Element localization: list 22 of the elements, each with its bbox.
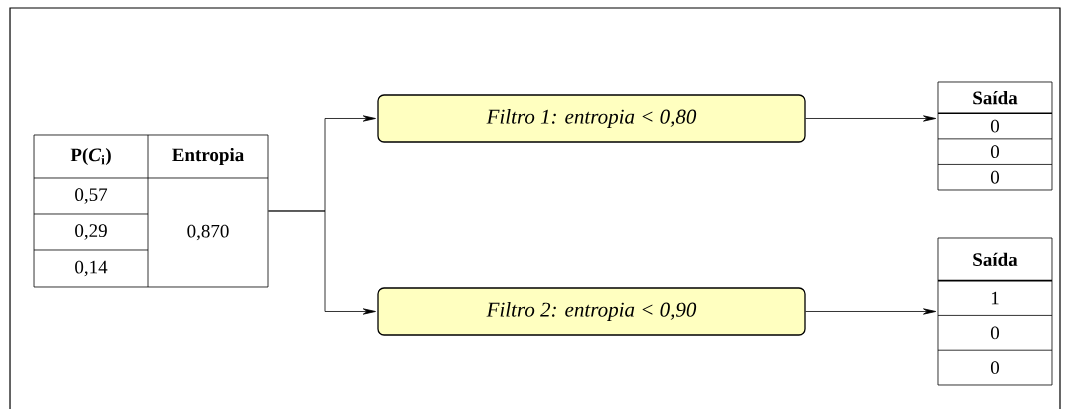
filter-box: Filtro 2: entropia < 0,90 <box>377 287 806 336</box>
output-table <box>937 81 1053 191</box>
arrow <box>268 210 376 315</box>
table-value: 1 <box>991 291 999 305</box>
table-value: 0 <box>990 361 999 374</box>
table-value: 0 <box>990 326 999 340</box>
data-table <box>33 134 269 288</box>
table-value: 0,57 <box>75 188 108 204</box>
table-header: Entropia <box>172 147 244 166</box>
filter-box: Filtro 1: entropia < 0,80 <box>377 94 806 143</box>
output-table <box>937 237 1053 386</box>
table-value: 0,29 <box>75 224 107 240</box>
table-value: 0 <box>990 145 999 159</box>
table-value: 0,870 <box>187 224 229 241</box>
table-value: 0,14 <box>75 260 108 277</box>
arrow <box>805 308 937 315</box>
table-header: Saída <box>973 90 1018 105</box>
table-value: 0 <box>990 119 999 133</box>
arrow <box>805 115 937 122</box>
table-header: P(C$_{i}$) <box>70 147 111 166</box>
table-value: 0 <box>990 170 999 184</box>
table-header: Saída <box>973 252 1018 266</box>
